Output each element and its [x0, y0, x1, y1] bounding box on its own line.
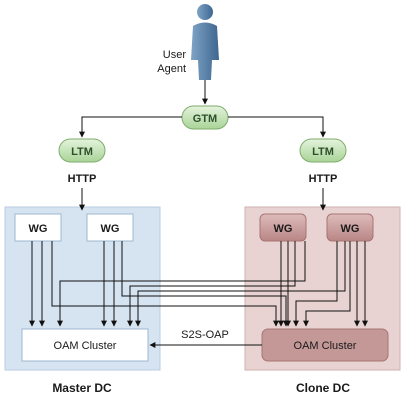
user-agent-label-line2: Agent	[157, 63, 186, 75]
master-oam-cluster-label: OAM Cluster	[54, 340, 117, 352]
clone-wg1-connections	[278, 241, 291, 327]
clone-wg-1-label: WG	[274, 223, 293, 235]
clone-wg-to-master-cluster-connections	[57, 241, 346, 327]
user-agent-icon	[191, 4, 219, 80]
clone-http-label: HTTP	[309, 173, 338, 185]
master-wg2-connections	[101, 241, 117, 327]
clone-wg-1	[259, 213, 307, 242]
clone-ltm-node	[299, 138, 347, 163]
clone-wg2-connections	[293, 241, 368, 327]
master-wg-1	[14, 213, 62, 242]
master-wg-2	[86, 213, 134, 242]
gtm-label: GTM	[193, 113, 217, 125]
master-oam-cluster	[21, 328, 149, 362]
clone-wg-2-label: WG	[341, 223, 360, 235]
gtm-to-clone-ltm-arrow	[228, 116, 326, 138]
master-wg1-connections	[29, 241, 45, 327]
gtm-to-master-ltm-arrow	[79, 116, 182, 138]
clone-oam-cluster-label: OAM Cluster	[294, 340, 357, 352]
master-ltm-label: LTM	[71, 146, 93, 158]
master-wg-to-clone-cluster-connections	[51, 241, 289, 327]
clone-dc-label: Clone DC	[296, 381, 350, 395]
master-wg-1-label: WG	[29, 223, 48, 235]
master-http-label: HTTP	[68, 173, 97, 185]
user-agent-label-line1: User	[163, 49, 187, 61]
master-wg-2-label: WG	[101, 223, 120, 235]
master-ltm-node	[58, 138, 106, 163]
clone-ltm-label: LTM	[312, 146, 334, 158]
s2s-oap-label: S2S-OAP	[181, 329, 229, 341]
master-dc-label: Master DC	[52, 381, 112, 395]
